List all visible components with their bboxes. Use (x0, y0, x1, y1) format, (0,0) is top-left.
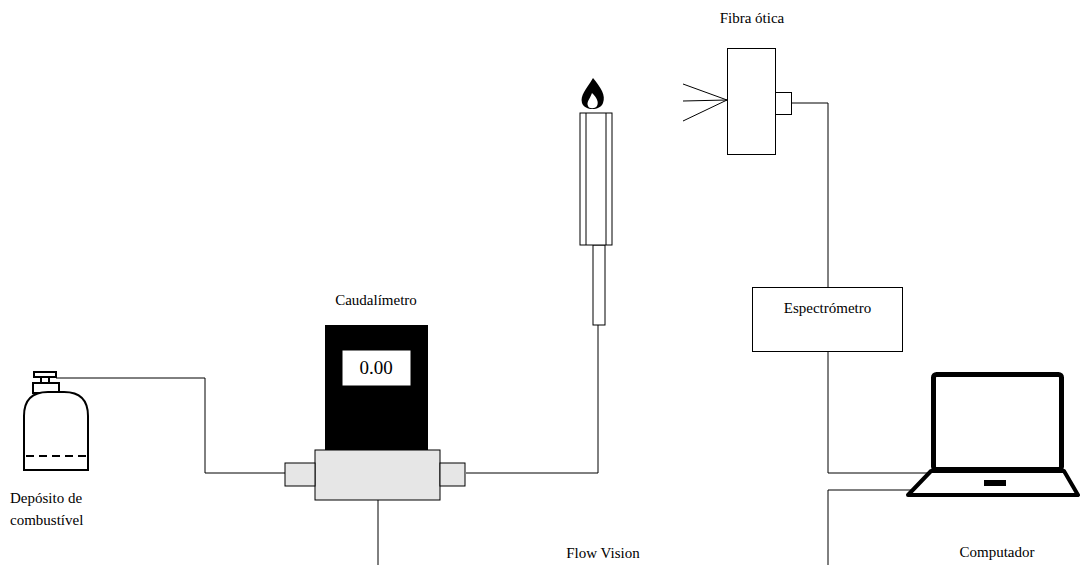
outlet-fitting (440, 463, 465, 486)
laptop-base (908, 471, 1078, 495)
light-ray (683, 100, 727, 101)
flowmeter-shape (285, 325, 465, 500)
optical-fibre: Fibra ótica (727, 48, 792, 155)
light-ray (683, 100, 727, 121)
cylinder-label: Depósito de combustível (10, 487, 110, 531)
meter-base (315, 450, 440, 500)
computer-label: Computador (960, 541, 1035, 563)
flame (582, 78, 604, 109)
flowmeter: Caudalímetro0.00 (285, 325, 465, 500)
spectrometer-label: Espectrómetro (784, 297, 871, 319)
gas-pipe (466, 325, 598, 473)
laptop-shape (904, 372, 1080, 497)
connector-line (378, 490, 913, 565)
burner-stem (593, 245, 605, 325)
meter-display (342, 350, 411, 386)
burner-wall (606, 113, 607, 245)
burner-tube (580, 113, 612, 245)
burner-wall (586, 113, 587, 245)
laptop-trackpad (984, 480, 1006, 486)
laptop: Computador (904, 372, 1080, 497)
fuel-cylinder: Depósito de combustível (22, 372, 90, 472)
inlet-fitting (285, 463, 315, 486)
meter-body (325, 325, 428, 450)
fuel-cylinder-shape (22, 372, 90, 472)
flowmeter-label: Caudalímetro (335, 289, 417, 311)
flame-core (587, 93, 597, 108)
connector-line (828, 352, 928, 473)
laptop-screen (934, 375, 1062, 470)
fibre-label: Fibra ótica (720, 7, 785, 29)
cylinder-body (24, 392, 88, 470)
cylinder-band (26, 455, 86, 457)
fibre-connector (776, 93, 792, 115)
display-value: 0.00 (359, 350, 392, 386)
connector-line (56, 378, 285, 473)
light-ray (683, 84, 727, 100)
spectrometer-box: Espectrómetro (752, 287, 903, 352)
fibre-head (728, 49, 776, 155)
optical-fibre-shape (727, 48, 792, 155)
edge-label: Flow Vision (564, 543, 641, 563)
connector-line (792, 103, 828, 287)
